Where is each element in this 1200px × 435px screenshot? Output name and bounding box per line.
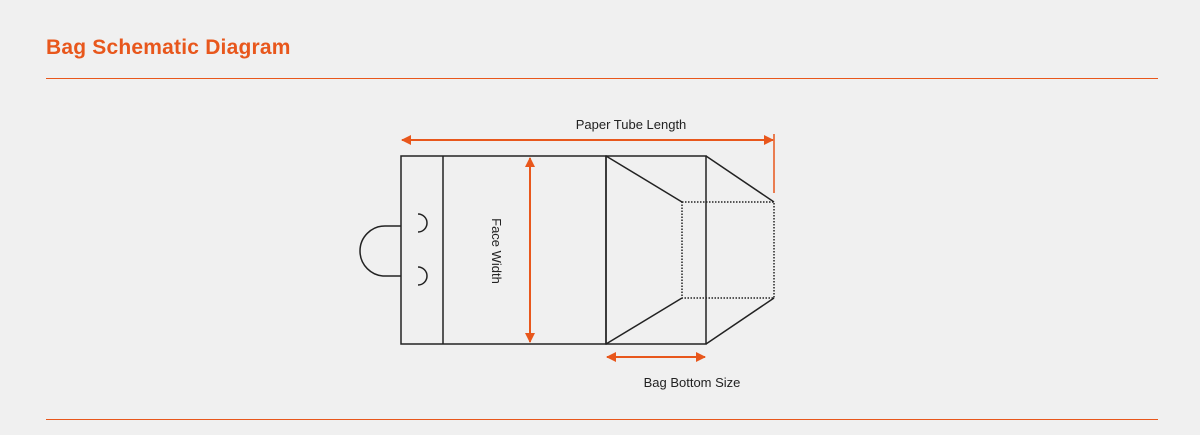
page-title: Bag Schematic Diagram	[46, 36, 291, 59]
face-width-label: Face Width	[489, 218, 504, 284]
bag-bottom-size-label: Bag Bottom Size	[644, 375, 741, 390]
title-divider	[46, 78, 1158, 79]
gusset-edge-bottom	[705, 297, 775, 345]
gusset-front-panel	[605, 155, 707, 345]
handle-hole-top	[417, 213, 428, 233]
bag-outline	[359, 155, 775, 345]
footer-divider	[46, 419, 1158, 420]
gusset-edge-top	[705, 155, 775, 203]
bag-bottom-square	[681, 201, 775, 299]
paper-tube-length-label: Paper Tube Length	[576, 117, 687, 132]
gusset-fold-bottom	[605, 297, 683, 345]
handle-loop	[359, 225, 401, 277]
gusset-fold-top	[605, 155, 683, 203]
handle-hole-bottom	[417, 266, 428, 286]
